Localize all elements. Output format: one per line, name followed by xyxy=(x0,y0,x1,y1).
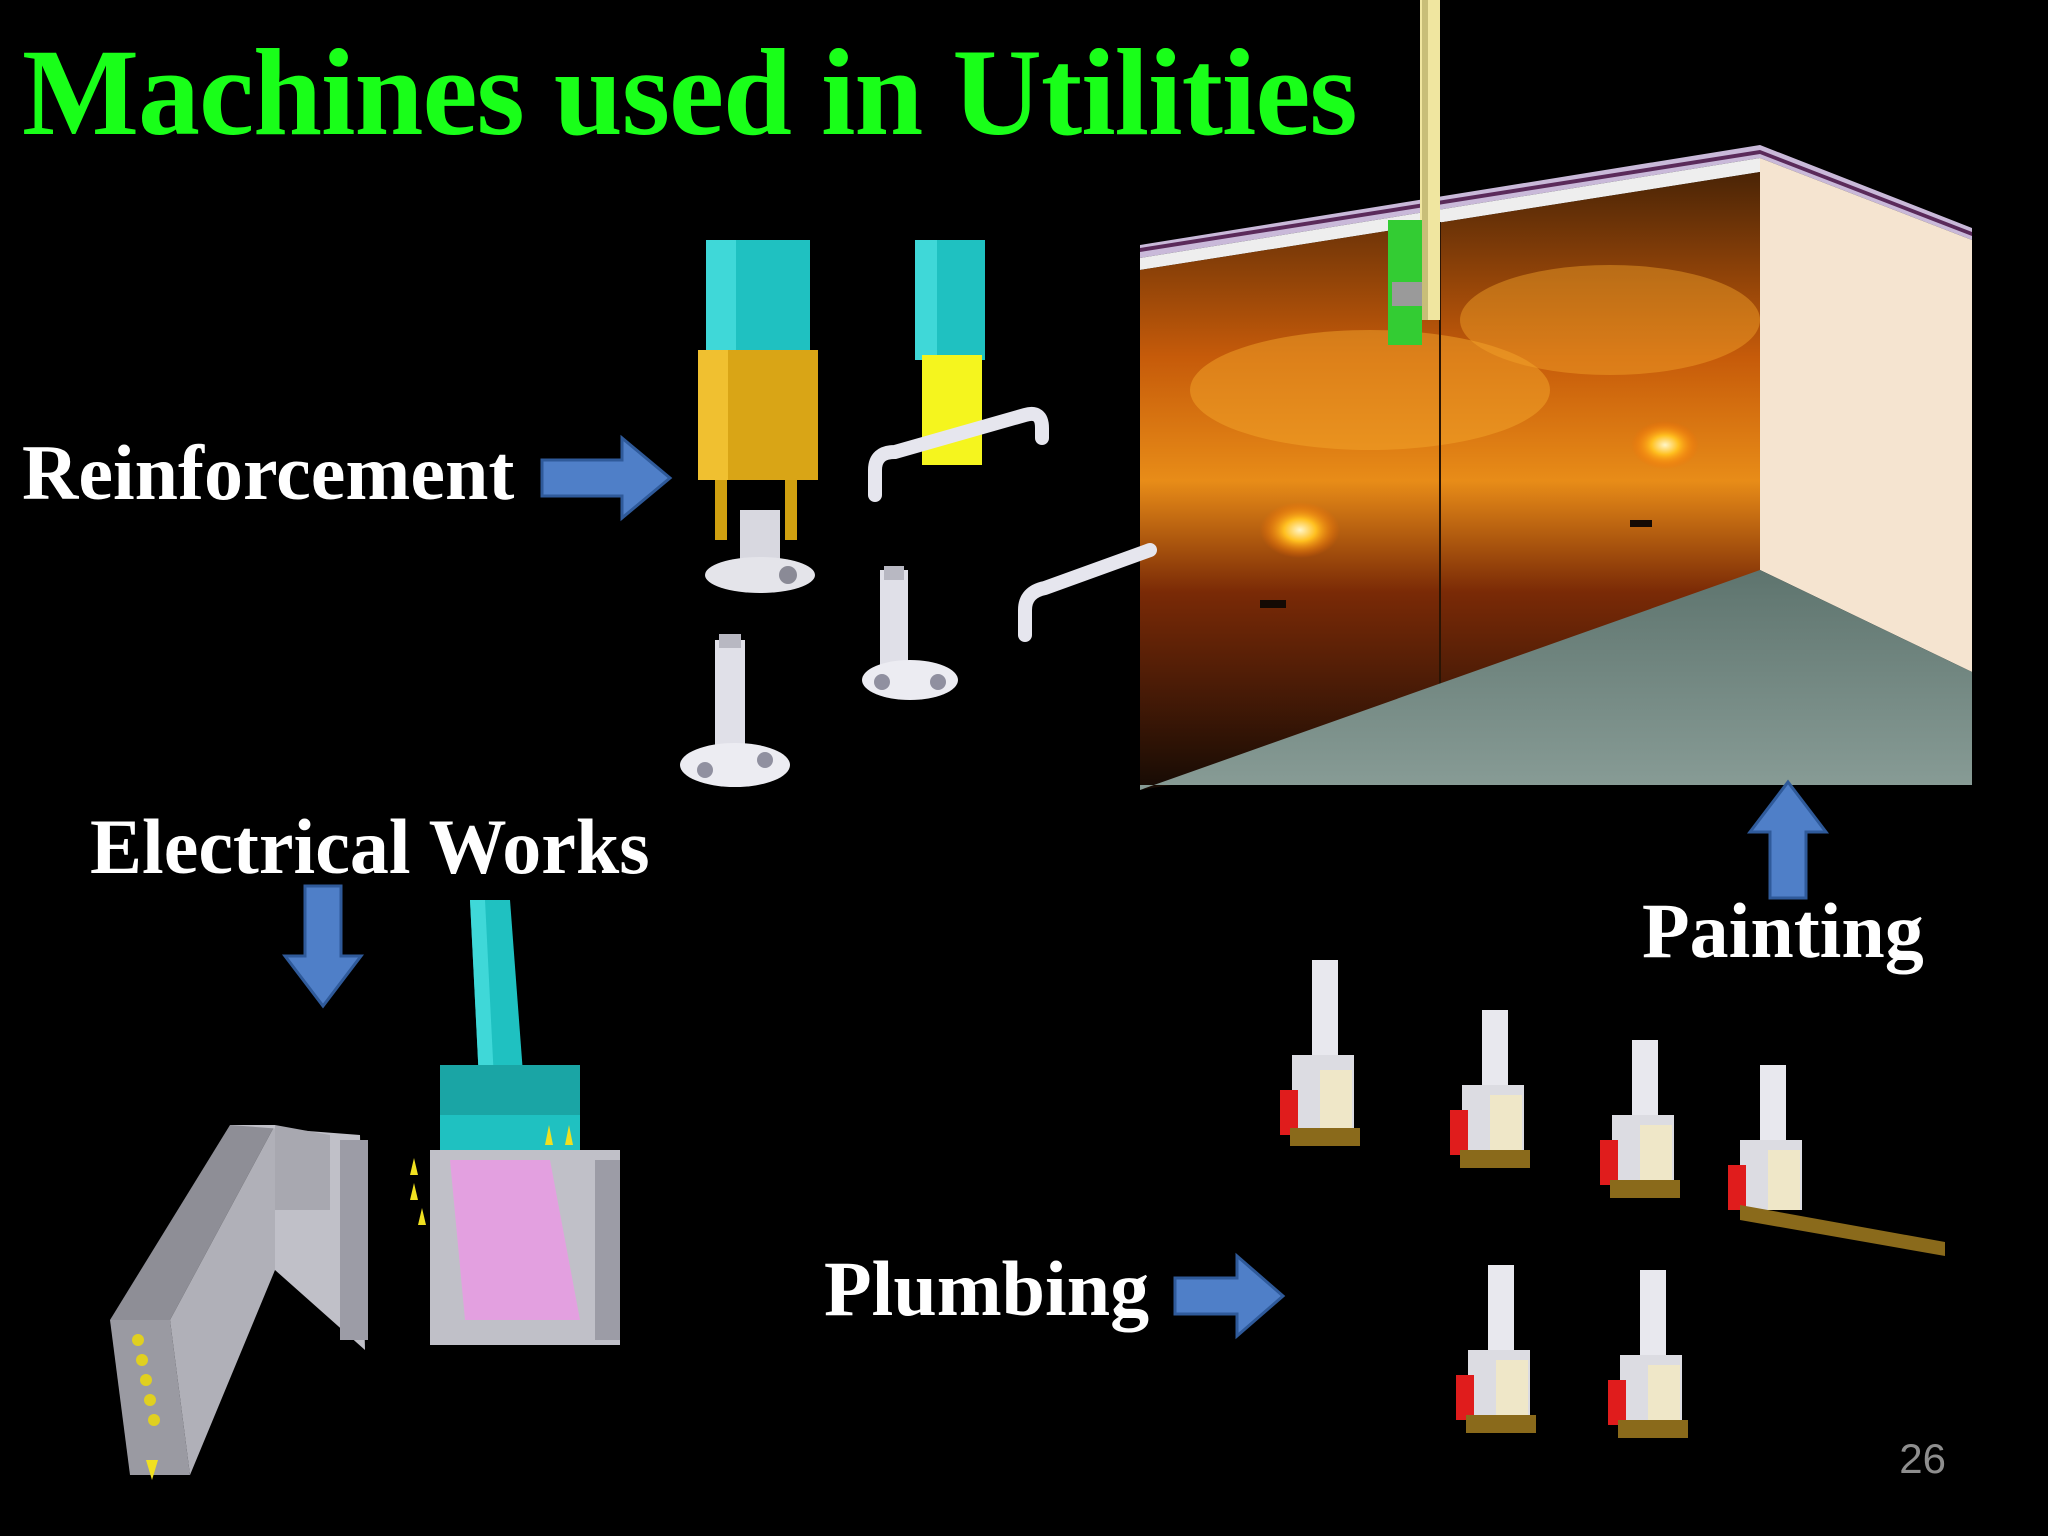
plumbing-unit-3 xyxy=(1600,1040,1680,1198)
arrow-right-icon xyxy=(540,434,673,522)
painting-illustration xyxy=(1140,0,1972,790)
reinforcement-label: Reinforcement xyxy=(22,429,515,516)
reinforcement-illustration xyxy=(680,240,1157,787)
plumbing-unit-2 xyxy=(1450,1010,1530,1168)
plumbing-unit-1 xyxy=(1280,960,1360,1146)
page-number: 26 xyxy=(1899,1435,1946,1482)
arrow-right-icon xyxy=(1173,1252,1286,1340)
electrical-illustration xyxy=(110,900,620,1480)
electrical-works-label: Electrical Works xyxy=(90,803,650,890)
plumbing-unit-4 xyxy=(1728,1065,1945,1256)
painting-label: Painting xyxy=(1642,887,1924,974)
slide-title: Machines used in Utilities xyxy=(22,24,1358,161)
plumbing-label: Plumbing xyxy=(824,1245,1150,1332)
arrow-up-icon xyxy=(1746,779,1830,900)
plumbing-illustration xyxy=(1280,960,1945,1438)
plumbing-unit-6 xyxy=(1608,1270,1688,1438)
plumbing-unit-5 xyxy=(1456,1265,1536,1433)
arrow-down-icon xyxy=(281,884,365,1009)
